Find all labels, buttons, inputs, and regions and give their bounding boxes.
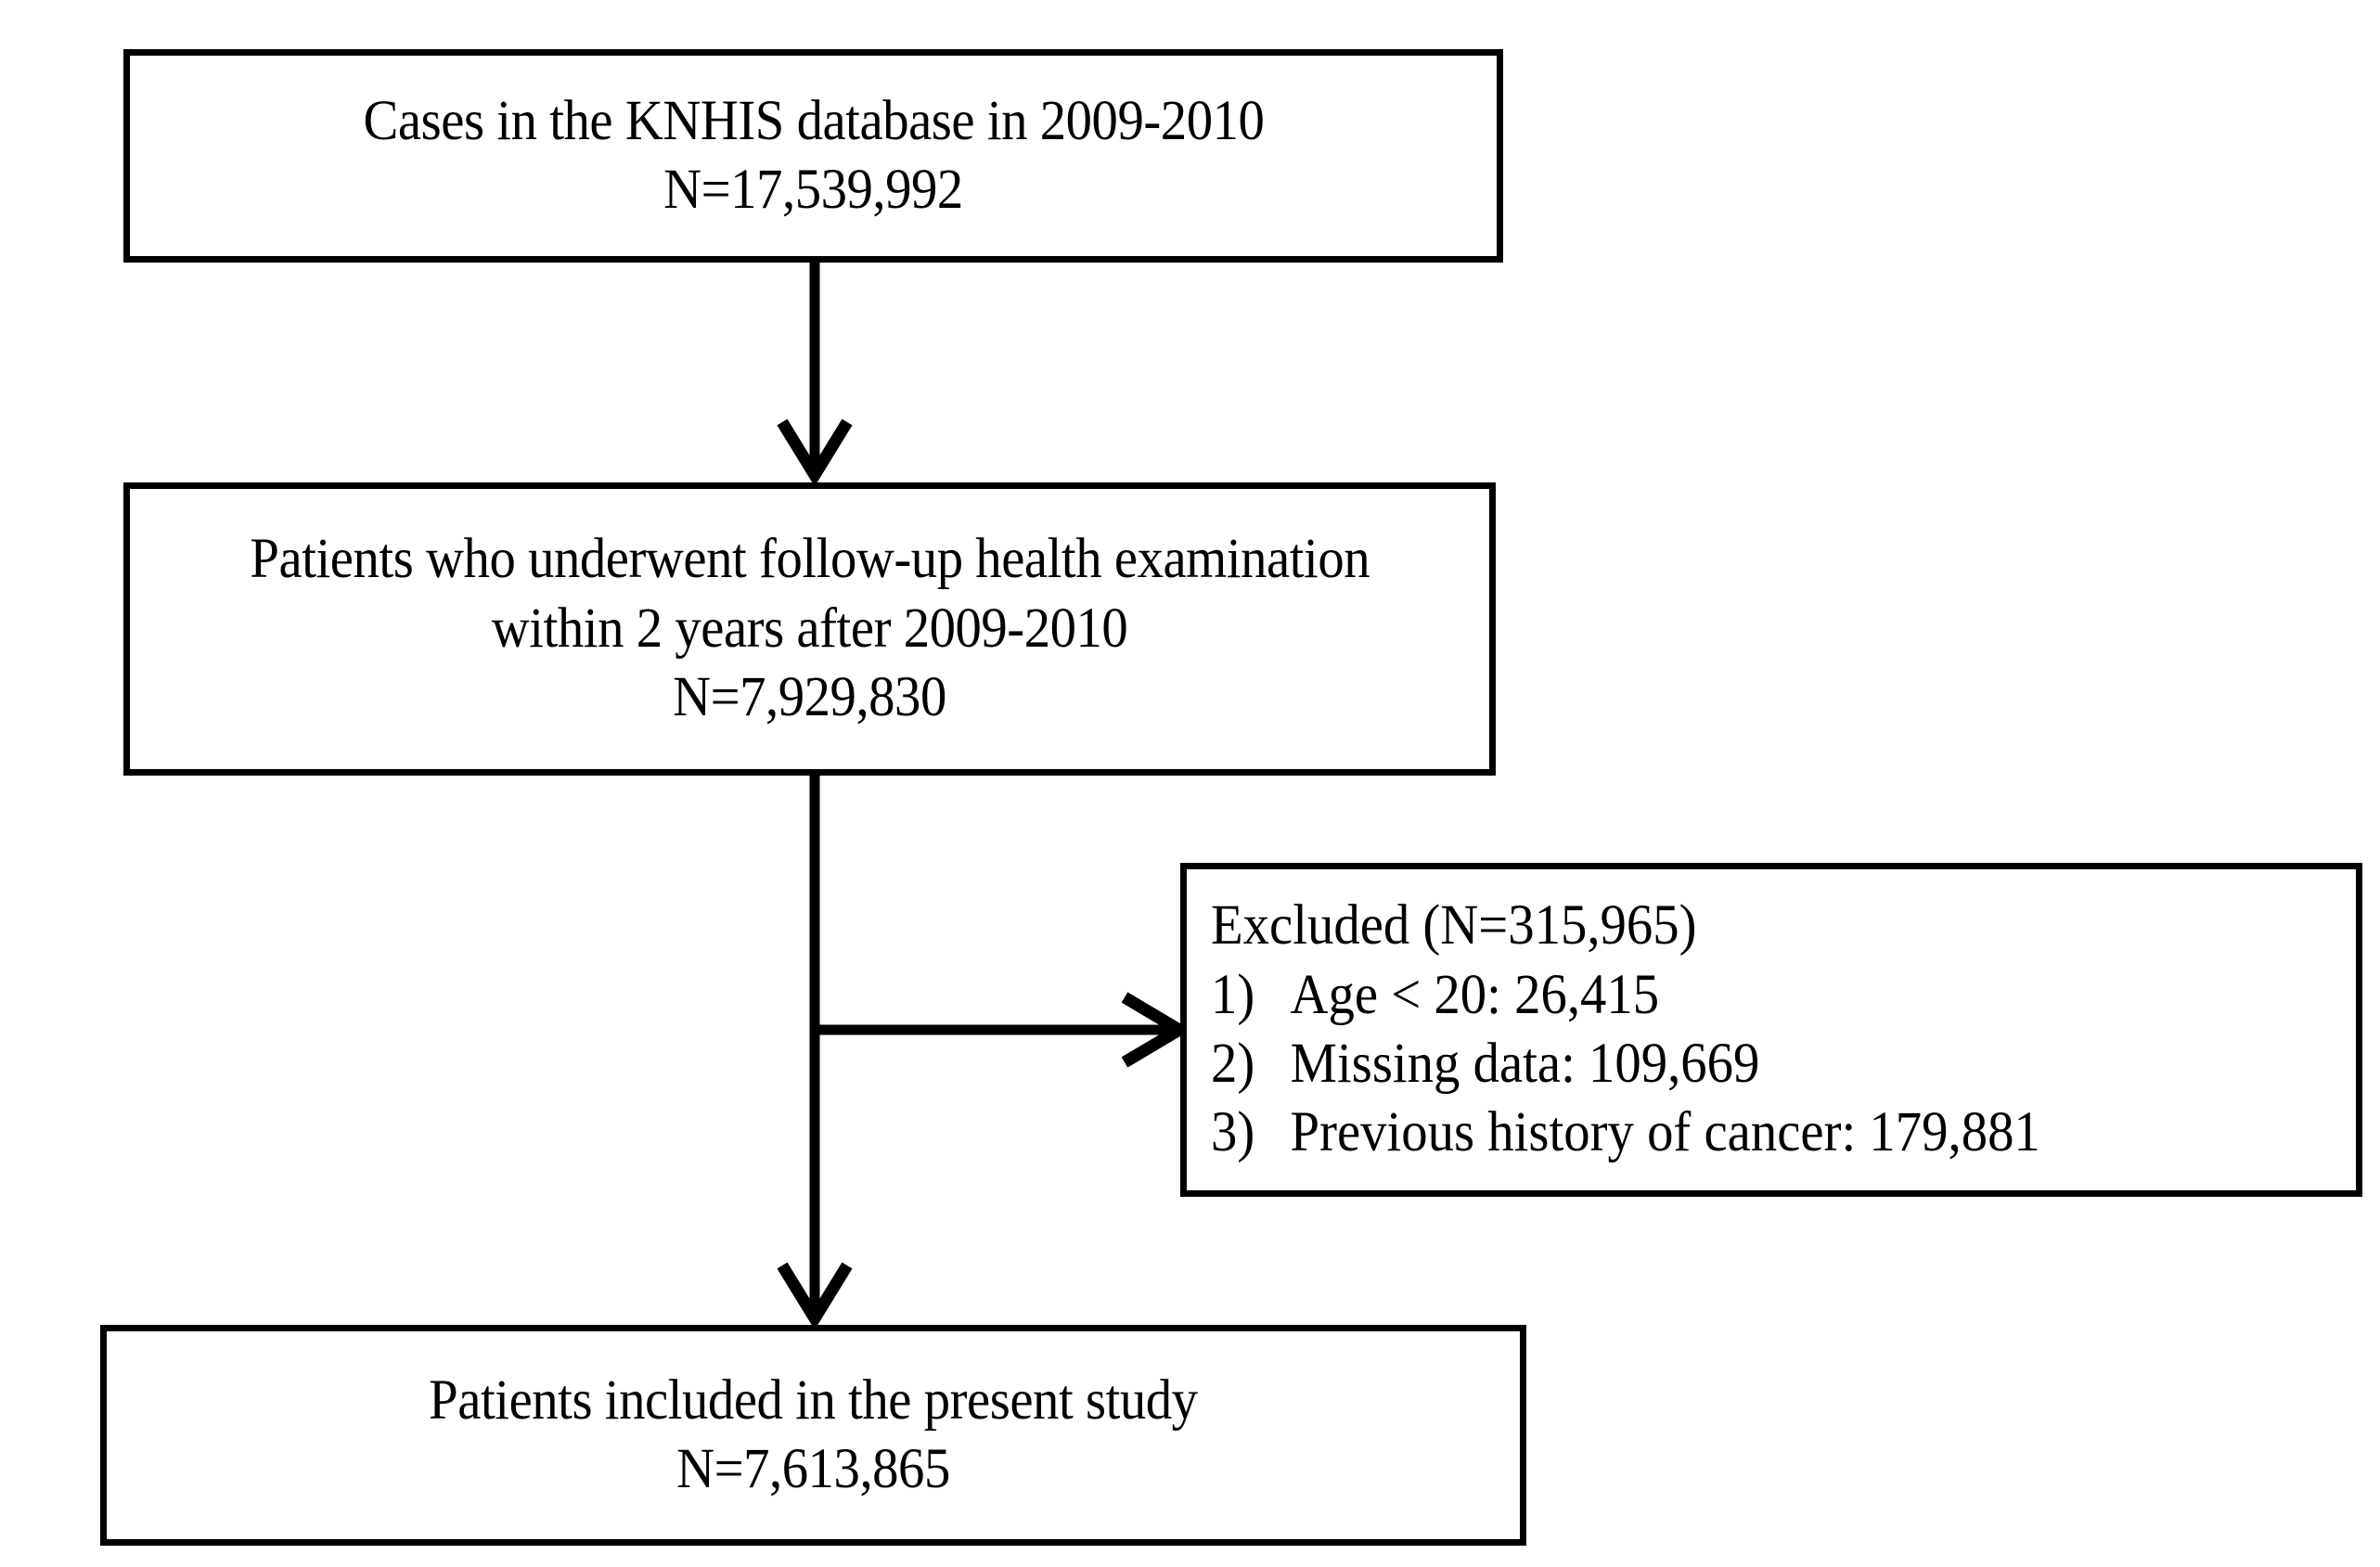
box-cases-line-1: Cases in the KNHIS database in 2009-2010: [363, 89, 1264, 152]
excluded-item-3: 3) Previous history of cancer: 179,881: [1211, 1098, 2040, 1167]
excluded-heading: Excluded (N=315,965): [1211, 894, 1697, 957]
box-included-line-2: N=7,613,865: [676, 1438, 950, 1500]
box-cases-in-database: Cases in the KNHIS database in 2009-2010…: [123, 49, 1503, 263]
box-cases-line-2: N=17,539,992: [663, 159, 963, 221]
arrowhead-followup-to-excluded: [1121, 992, 1191, 1068]
excluded-item-2-text: Missing data: 109,669: [1290, 1033, 1760, 1095]
arrowhead-followup-to-included: [777, 1262, 853, 1330]
excluded-item-1-marker: 1): [1211, 963, 1255, 1026]
excluded-item-2: 2) Missing data: 109,669: [1211, 1030, 1759, 1098]
excluded-item-3-marker: 3): [1211, 1101, 1255, 1164]
excluded-item-3-text: Previous history of cancer: 179,881: [1290, 1101, 2040, 1164]
box-patients-included: Patients included in the present study N…: [100, 1325, 1526, 1546]
arrowhead-cases-to-followup: [777, 418, 853, 487]
box-followup-line-2: within 2 years after 2009-2010: [491, 597, 1128, 660]
box-followup-line-1: Patients who underwent follow-up health …: [250, 528, 1370, 591]
box-included-line-1: Patients included in the present study: [429, 1368, 1198, 1432]
box-excluded: Excluded (N=315,965) 1) Age < 20: 26,415…: [1180, 863, 2362, 1197]
box-followup-line-3: N=7,929,830: [673, 666, 946, 729]
excluded-item-2-marker: 2): [1211, 1033, 1255, 1095]
excluded-item-1-text: Age < 20: 26,415: [1290, 963, 1660, 1026]
excluded-item-1: 1) Age < 20: 26,415: [1211, 961, 1659, 1030]
box-followup-examination: Patients who underwent follow-up health …: [123, 482, 1496, 776]
